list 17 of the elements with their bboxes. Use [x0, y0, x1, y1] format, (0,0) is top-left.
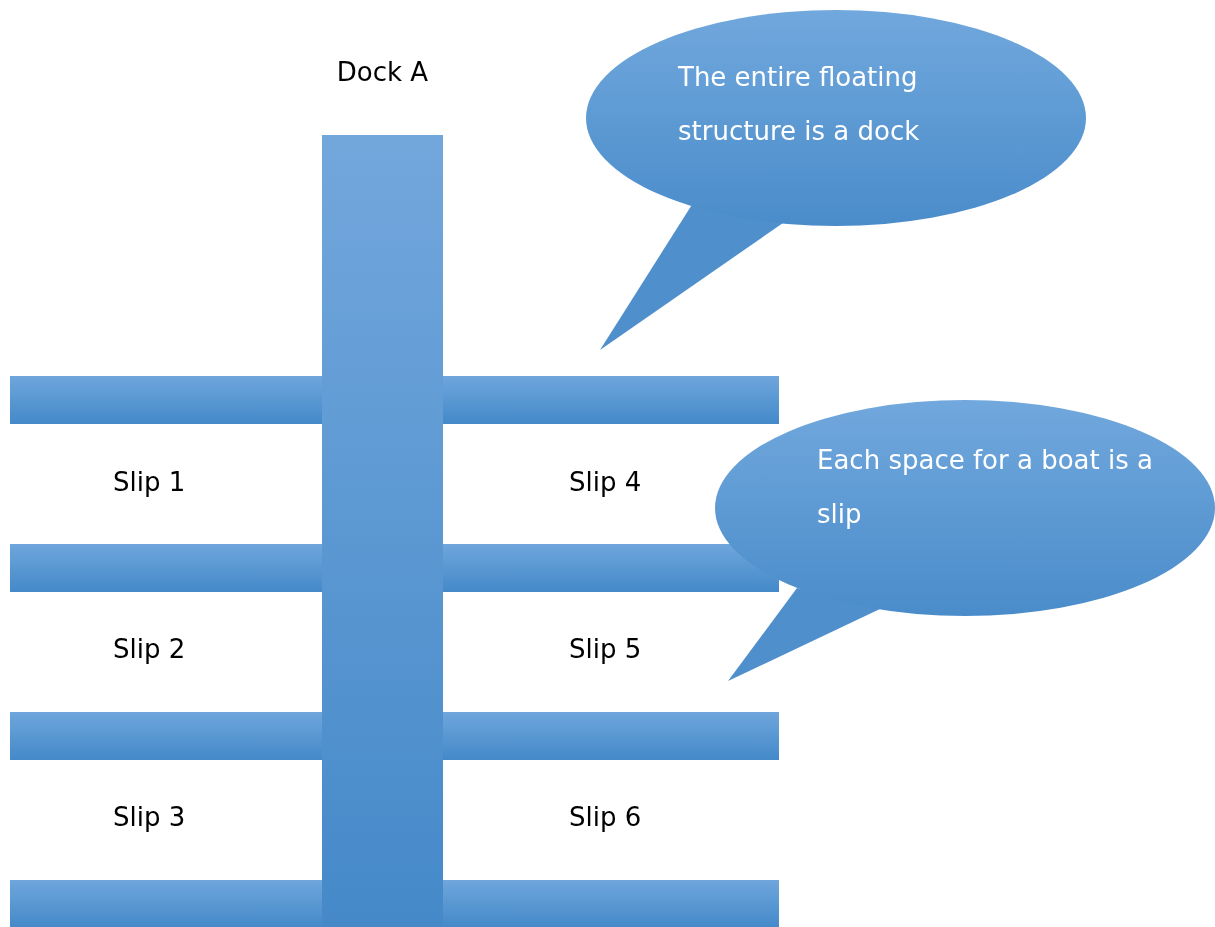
finger-pier: [443, 544, 779, 592]
slip-label: Slip 1: [113, 467, 186, 497]
callout-text: The entire floating structure is a dock: [678, 61, 921, 148]
slip-label: Slip 2: [113, 634, 186, 664]
finger-pier: [10, 376, 322, 424]
callout-text: Each space for a boat is a slip: [817, 444, 1154, 531]
slip-label: Slip 3: [113, 802, 186, 832]
slip-label: Slip 6: [569, 802, 642, 832]
slip-label: Slip 5: [569, 634, 642, 664]
slip-label: Slip 4: [569, 467, 642, 497]
finger-pier: [443, 880, 779, 927]
finger-pier: [10, 880, 322, 927]
finger-pier: [443, 376, 779, 424]
dock-name: Dock A: [335, 57, 430, 87]
finger-pier: [10, 544, 322, 592]
finger-pier: [443, 712, 779, 760]
finger-pier: [10, 712, 322, 760]
